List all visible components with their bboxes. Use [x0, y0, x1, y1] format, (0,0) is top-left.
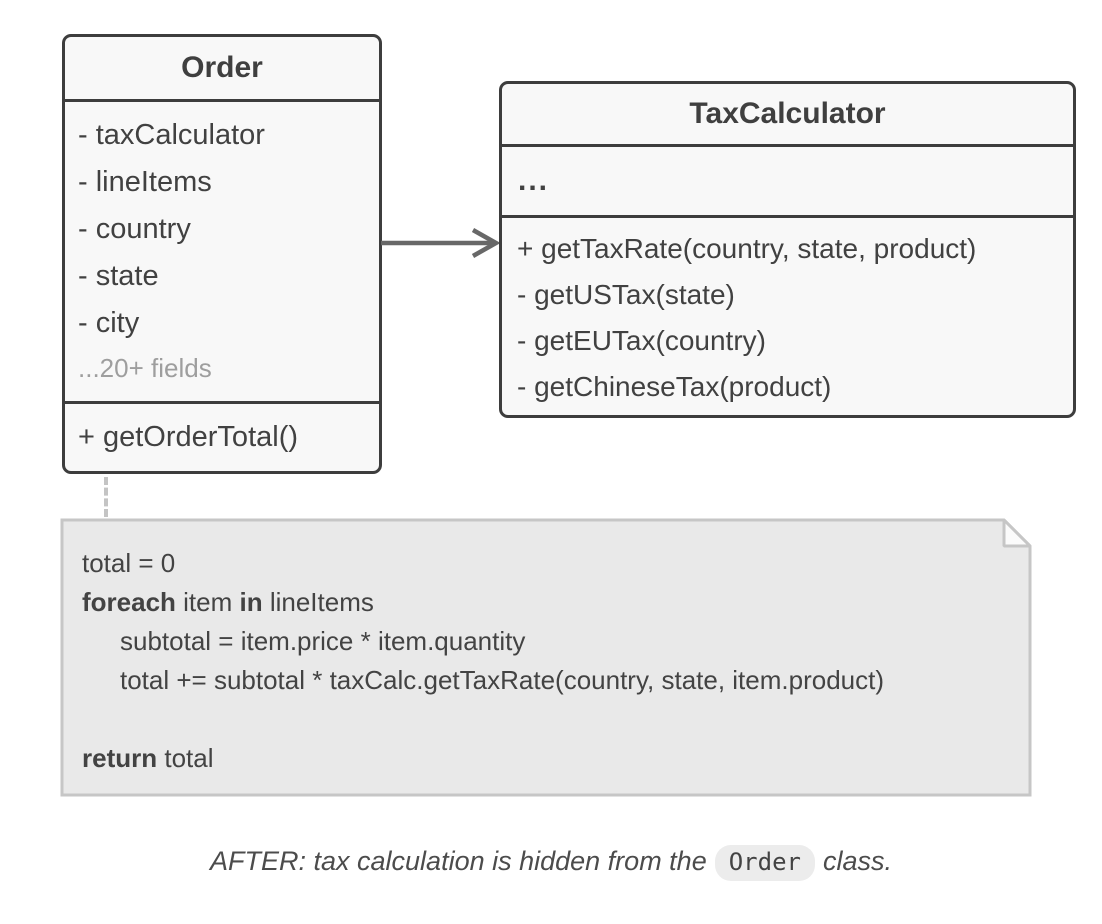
order-methods-section: + getOrderTotal(): [65, 404, 379, 471]
code-line-5-blank: [82, 700, 1002, 739]
note-connector-dashed-line: [104, 477, 108, 517]
code-line-1: total = 0: [82, 548, 176, 578]
caption-suffix: class.: [822, 846, 892, 876]
diagram-caption: AFTER: tax calculation is hidden from th…: [0, 845, 1102, 881]
caption-order-pill: Order: [714, 845, 815, 881]
order-field-country: - country: [78, 213, 191, 245]
code-line-3: subtotal = item.price * item.quantity: [120, 626, 526, 656]
order-field-state: - state: [78, 260, 159, 292]
note-paper-shape: [60, 518, 1032, 797]
order-method-getordertotal: + getOrderTotal(): [78, 421, 299, 453]
order-field-taxcalculator: - taxCalculator: [78, 119, 265, 151]
taxcalculator-class-title: TaxCalculator: [502, 84, 1073, 147]
code-line-2: foreach item in lineItems: [82, 587, 374, 617]
pseudocode-text: total = 0 foreach item in lineItems subt…: [60, 518, 1032, 797]
taxcalculator-class-box: TaxCalculator ... + getTaxRate(country, …: [499, 81, 1076, 418]
pseudocode-note: total = 0 foreach item in lineItems subt…: [60, 518, 1032, 797]
order-class-title: Order: [65, 37, 379, 102]
order-fields-section: - taxCalculator - lineItems - country - …: [65, 102, 379, 404]
taxcalculator-method-geteutax: - getEUTax(country): [517, 325, 766, 356]
taxcalculator-method-getchinesetax: - getChineseTax(product): [517, 371, 832, 402]
code-line-4: total += subtotal * taxCalc.getTaxRate(c…: [120, 665, 885, 695]
association-arrow-icon: [381, 228, 501, 258]
taxcalculator-fields-placeholder: ...: [502, 147, 1073, 218]
order-field-lineitems: - lineItems: [78, 166, 212, 198]
taxcalculator-methods-section: + getTaxRate(country, state, product) - …: [502, 218, 1073, 415]
order-more-fields-label: ...20+ fields: [78, 353, 212, 383]
taxcalculator-method-getustax: - getUSTax(state): [517, 279, 735, 310]
order-class-box: Order - taxCalculator - lineItems - coun…: [62, 34, 382, 474]
order-field-city: - city: [78, 307, 140, 339]
taxcalculator-method-gettaxrate: + getTaxRate(country, state, product): [517, 233, 977, 264]
caption-prefix: AFTER: tax calculation is hidden from th…: [210, 846, 707, 876]
code-line-6: return total: [82, 743, 214, 773]
